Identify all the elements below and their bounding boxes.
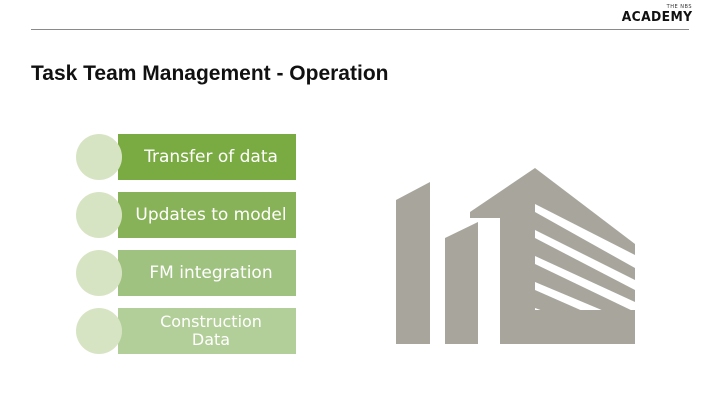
page-title: Task Team Management - Operation — [31, 62, 389, 85]
building-icon — [396, 168, 635, 344]
academy-logo: THE NBS ACADEMY — [620, 4, 692, 26]
bullet-circle — [76, 134, 122, 180]
list-item: Updates to model — [76, 192, 298, 239]
item-bar: Transfer of data — [118, 134, 296, 180]
logo-subtext: THE NBS — [666, 4, 692, 10]
item-bar: Updates to model — [118, 192, 296, 238]
item-bar: Construction Data — [118, 308, 296, 354]
process-list: Transfer of data Updates to model FM int… — [76, 134, 306, 360]
bullet-circle — [76, 308, 122, 354]
list-item: Transfer of data — [76, 134, 298, 181]
header-divider — [31, 29, 689, 30]
item-bar: FM integration — [118, 250, 296, 296]
building-shape — [396, 168, 635, 344]
list-item: Construction Data — [76, 308, 298, 355]
list-item: FM integration — [76, 250, 298, 297]
logo-text: ACADEMY — [621, 10, 692, 25]
bullet-circle — [76, 192, 122, 238]
bullet-circle — [76, 250, 122, 296]
